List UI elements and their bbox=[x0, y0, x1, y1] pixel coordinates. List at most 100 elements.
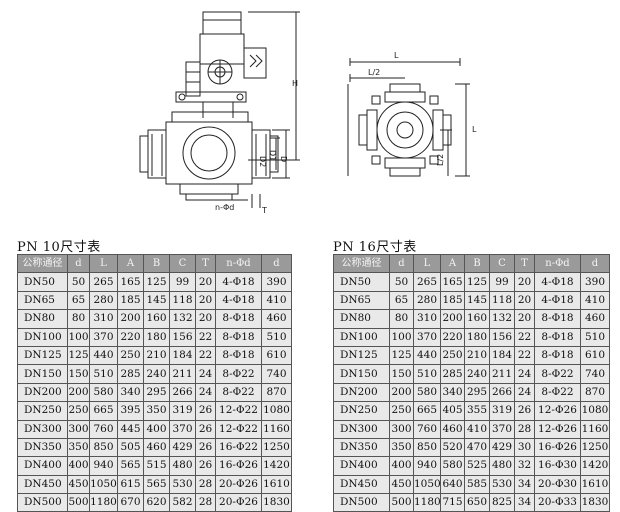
table-cell: 285 bbox=[117, 364, 144, 384]
table-cell: 1610 bbox=[261, 474, 292, 495]
table-cell: 440 bbox=[89, 345, 118, 366]
table-cell: 12-Φ26 bbox=[534, 401, 581, 421]
table-cell: 65 bbox=[67, 290, 90, 311]
table-cell: 160 bbox=[143, 309, 170, 329]
column-header: C bbox=[489, 253, 515, 274]
table-cell: 1050 bbox=[413, 474, 441, 495]
table-cell: 20 bbox=[195, 290, 216, 311]
table-cell: 395 bbox=[117, 401, 144, 421]
table-cell: 715 bbox=[440, 493, 465, 512]
table-cell: 185 bbox=[440, 290, 465, 311]
pn10-table-caption: PN 10尺寸表 bbox=[17, 240, 101, 255]
table-cell: 22 bbox=[195, 327, 216, 347]
column-header: T bbox=[195, 253, 216, 274]
table-cell: 165 bbox=[440, 272, 465, 292]
table-cell: 510 bbox=[580, 327, 610, 347]
table-cell: 150 bbox=[67, 364, 90, 384]
table-cell: 1830 bbox=[580, 493, 610, 512]
column-header: L bbox=[413, 253, 441, 274]
column-header: 公称通径 bbox=[17, 253, 68, 274]
dim-label-L-half-top: L/2 bbox=[368, 68, 380, 77]
table-cell: 30 bbox=[514, 437, 535, 458]
table-cell: 156 bbox=[169, 327, 196, 347]
table-cell: 4-Φ18 bbox=[215, 272, 262, 292]
table-cell: 740 bbox=[580, 364, 610, 384]
table-cell: 28 bbox=[195, 474, 216, 495]
table-cell: 20 bbox=[514, 272, 535, 292]
table-cell: 185 bbox=[117, 290, 144, 311]
table-cell: 100 bbox=[67, 327, 90, 347]
table-cell: 20-Φ33 bbox=[534, 493, 581, 512]
table-cell: 20-Φ26 bbox=[215, 493, 262, 512]
table-cell: 429 bbox=[489, 437, 515, 458]
table-cell: 940 bbox=[89, 456, 118, 476]
table-cell: 266 bbox=[169, 382, 196, 403]
table-cell: 12-Φ22 bbox=[215, 401, 262, 421]
table-cell: 665 bbox=[413, 401, 441, 421]
table-cell: 480 bbox=[489, 456, 515, 476]
table-cell: 8-Φ18 bbox=[215, 327, 262, 347]
table-cell: DN300 bbox=[17, 419, 68, 439]
table-cell: 1250 bbox=[261, 437, 292, 458]
table-cell: 565 bbox=[143, 474, 170, 495]
table-cell: 480 bbox=[169, 456, 196, 476]
table-cell: 940 bbox=[413, 456, 441, 476]
table-cell: DN80 bbox=[333, 309, 390, 329]
table-cell: DN200 bbox=[17, 382, 68, 403]
table-cell: 505 bbox=[117, 437, 144, 458]
table-cell: 295 bbox=[464, 382, 490, 403]
table-cell: 285 bbox=[440, 364, 465, 384]
table-cell: 240 bbox=[464, 364, 490, 384]
table-cell: DN500 bbox=[333, 493, 390, 512]
column-header: n-Φd bbox=[215, 253, 262, 274]
dim-label-L-top: L bbox=[394, 51, 399, 60]
table-cell: 405 bbox=[440, 401, 465, 421]
dim-label-D2: D2 bbox=[258, 156, 267, 167]
table-cell: 125 bbox=[389, 345, 414, 366]
table-cell: 26 bbox=[195, 401, 216, 421]
table-cell: 145 bbox=[143, 290, 170, 311]
table-cell: 370 bbox=[413, 327, 441, 347]
column-header: B bbox=[143, 253, 170, 274]
table-cell: 210 bbox=[143, 345, 170, 366]
column-header: d bbox=[580, 253, 610, 274]
table-cell: DN350 bbox=[333, 437, 390, 458]
table-cell: 16-Φ22 bbox=[215, 437, 262, 458]
table-cell: 118 bbox=[489, 290, 515, 311]
dim-label-L-side: L bbox=[472, 125, 477, 134]
table-cell: 515 bbox=[143, 456, 170, 476]
table-cell: 24 bbox=[195, 364, 216, 384]
table-cell: 580 bbox=[440, 456, 465, 476]
table-cell: 26 bbox=[514, 401, 535, 421]
table-cell: 22 bbox=[195, 345, 216, 366]
table-cell: 1420 bbox=[261, 456, 292, 476]
table-cell: 610 bbox=[261, 345, 292, 366]
table-cell: 760 bbox=[89, 419, 118, 439]
table-cell: 300 bbox=[67, 419, 90, 439]
column-header: C bbox=[169, 253, 196, 274]
table-cell: 266 bbox=[489, 382, 515, 403]
table-cell: 80 bbox=[389, 309, 414, 329]
table-cell: 370 bbox=[169, 419, 196, 439]
table-cell: 450 bbox=[67, 474, 90, 495]
dim-label-L-half-side: L/2 bbox=[436, 154, 445, 166]
table-cell: 460 bbox=[143, 437, 170, 458]
table-cell: 200 bbox=[67, 382, 90, 403]
table-cell: 250 bbox=[440, 345, 465, 366]
table-cell: 460 bbox=[580, 309, 610, 329]
table-cell: 850 bbox=[89, 437, 118, 458]
table-cell: 8-Φ18 bbox=[534, 327, 581, 347]
table-cell: 870 bbox=[261, 382, 292, 403]
table-cell: DN350 bbox=[17, 437, 68, 458]
table-cell: 184 bbox=[169, 345, 196, 366]
table-cell: 510 bbox=[413, 364, 441, 384]
table-cell: 32 bbox=[514, 456, 535, 476]
dim-label-D1: D1 bbox=[268, 150, 277, 161]
